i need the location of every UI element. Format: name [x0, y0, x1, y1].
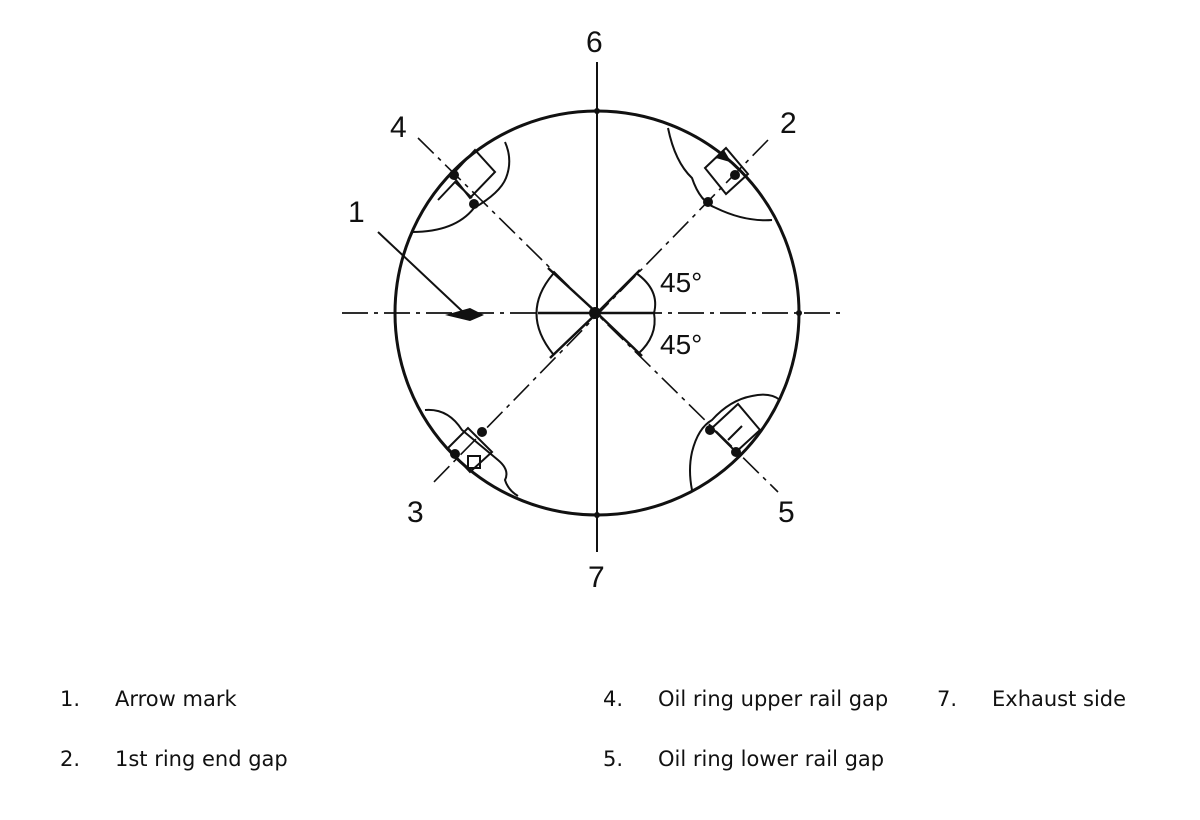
legend-label: Oil ring upper rail gap: [658, 687, 889, 711]
callout-2: 2: [780, 107, 797, 140]
legend-number: 1.: [60, 687, 81, 711]
center-segment-ur: [596, 269, 641, 314]
callout-1: 1: [348, 196, 365, 229]
angle-arc-right-lower: [637, 312, 656, 355]
legend-label: Arrow mark: [115, 687, 237, 711]
legend-label: Exhaust side: [992, 687, 1127, 711]
legend-number: 5.: [603, 747, 624, 771]
callout-3: 3: [407, 496, 424, 529]
arrow-mark-icon: [445, 308, 484, 321]
center-segment-ul: [547, 267, 598, 314]
ring-gap-5: [689, 393, 781, 491]
ring-gap-2: [667, 127, 773, 222]
angle-label-upper: 45°: [660, 267, 702, 298]
ring-gap-3: [424, 408, 519, 497]
legend-number: 2.: [60, 747, 81, 771]
bottom-mark: [594, 512, 600, 518]
callout-4: 4: [390, 111, 407, 144]
legend-number: 4.: [603, 687, 624, 711]
legend-label: Oil ring lower rail gap: [658, 747, 885, 771]
callout-5: 5: [778, 496, 795, 529]
center-point: [589, 307, 601, 319]
center-segment-ll: [549, 312, 598, 359]
callout-7: 7: [588, 561, 605, 594]
top-mark: [594, 108, 600, 114]
piston-ring-gap-diagram: 6 4 2 1 3 5 7 45° 45°: [342, 26, 845, 594]
arrow-mark-leader: [377, 231, 463, 312]
angle-arc-left: [535, 273, 554, 355]
callout-6: 6: [586, 26, 603, 59]
angle-arc-right-upper: [635, 272, 657, 314]
ring-gap-4: [411, 141, 511, 233]
right-mark: [796, 310, 802, 316]
angle-label-lower: 45°: [660, 329, 702, 360]
center-segment-lr: [596, 312, 643, 357]
legend-number: 7.: [937, 687, 958, 711]
legend-label: 1st ring end gap: [115, 747, 288, 771]
